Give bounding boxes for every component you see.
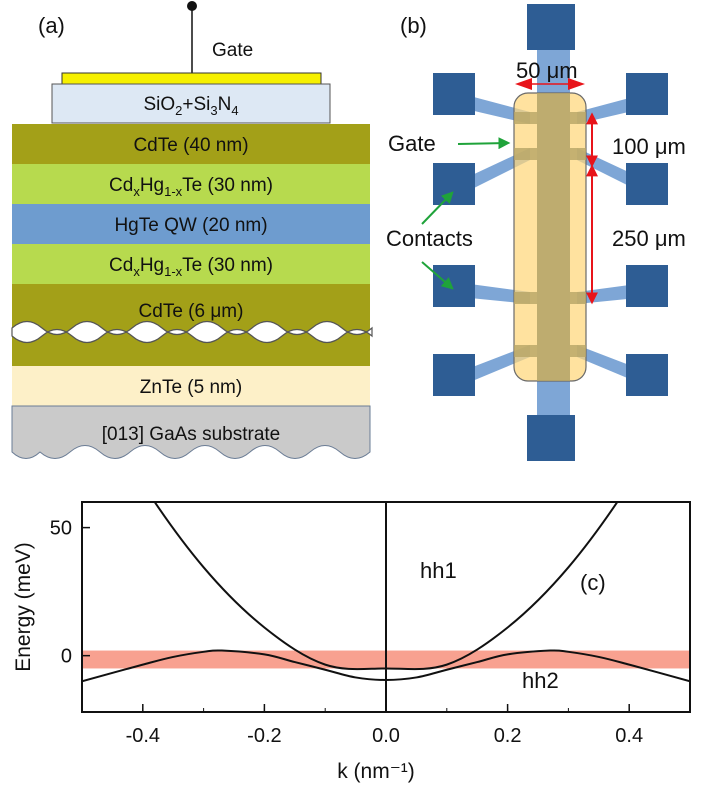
contacts-pointer-arrow-upper bbox=[421, 191, 454, 225]
gate-annotation-label: Gate bbox=[388, 131, 436, 156]
panel-a: (a) Gate SiO2+Si3N4 CdTe (40 nm) CdxHg1-… bbox=[11, 1, 373, 459]
contact-pad-top bbox=[527, 4, 575, 50]
contact-pad-right-4 bbox=[626, 354, 668, 396]
x-tick-label: -0.4 bbox=[126, 725, 160, 747]
panel-label-c: (c) bbox=[580, 570, 606, 595]
contact-pad-right-3 bbox=[626, 265, 668, 307]
buffer-break-wave bbox=[11, 320, 373, 344]
dielectric-label: SiO2+Si3N4 bbox=[143, 94, 238, 118]
width-arrow-right bbox=[568, 78, 585, 90]
lead-crossings bbox=[514, 93, 586, 381]
contact-pad-right-1 bbox=[626, 73, 668, 115]
panel-c: -0.4 -0.2 0.0 0.2 0.4 0 50 k (nm⁻¹) Energy (meV)… bbox=[12, 501, 691, 783]
gate-metal-layer bbox=[61, 72, 322, 85]
contact-pad-left-4 bbox=[433, 354, 475, 396]
hgte-qw-layer bbox=[12, 204, 370, 244]
y-tick-label: 50 bbox=[50, 518, 72, 540]
cdhgte-top-label: CdxHg1-xTe (30 nm) bbox=[109, 175, 273, 199]
contacts-annotation-label: Contacts bbox=[386, 226, 473, 251]
spacing-100-label: 100 μm bbox=[612, 134, 686, 159]
x-axis-title: k (nm⁻¹) bbox=[337, 760, 415, 783]
x-tick-label: -0.2 bbox=[247, 725, 281, 747]
y-axis-title: Energy (meV) bbox=[12, 542, 35, 672]
panel-label-a: (a) bbox=[38, 13, 65, 38]
x-tick-label: 0.2 bbox=[494, 725, 522, 747]
contact-pad-left-2 bbox=[433, 163, 475, 205]
panel-b: (b) bbox=[386, 4, 686, 461]
cdte-cap-label: CdTe (40 nm) bbox=[133, 135, 248, 156]
contact-pad-left-1 bbox=[433, 73, 475, 115]
znte-layer bbox=[12, 366, 370, 406]
gaas-substrate-layer bbox=[11, 405, 371, 459]
cdhgte-top-layer bbox=[12, 164, 370, 204]
gate-label: Gate bbox=[212, 40, 253, 61]
cdte-buffer-label: CdTe (6 μm) bbox=[139, 301, 244, 322]
contact-pad-right-2 bbox=[626, 163, 668, 205]
series-label-hh1: hh1 bbox=[420, 558, 457, 583]
gate-terminal bbox=[187, 1, 197, 11]
znte-label: ZnTe (5 nm) bbox=[140, 377, 242, 398]
width-label: 50 μm bbox=[516, 58, 578, 83]
contact-pad-bottom bbox=[527, 415, 575, 461]
series-label-hh2: hh2 bbox=[522, 668, 559, 693]
cdte-buffer-layer bbox=[12, 284, 370, 366]
dielectric-layer bbox=[51, 83, 331, 124]
y-tick-label: 0 bbox=[61, 646, 72, 668]
cdhgte-bottom-label: CdxHg1-xTe (30 nm) bbox=[109, 255, 273, 279]
gate-pointer-arrow bbox=[457, 137, 511, 150]
contact-pad-left-3 bbox=[433, 265, 475, 307]
panel-label-b: (b) bbox=[400, 13, 427, 38]
x-tick-label: 0.4 bbox=[615, 725, 643, 747]
width-arrow-left bbox=[515, 78, 532, 90]
spacing-250-label: 250 μm bbox=[612, 226, 686, 251]
x-tick-label: 0.0 bbox=[372, 725, 400, 747]
gaas-substrate-label: [013] GaAs substrate bbox=[102, 424, 281, 445]
hgte-qw-label: HgTe QW (20 nm) bbox=[114, 215, 267, 236]
cdhgte-bottom-layer bbox=[12, 244, 370, 284]
contacts-pointer-arrow-lower bbox=[421, 261, 454, 290]
dispersion-plot: -0.4 -0.2 0.0 0.2 0.4 0 50 k (nm⁻¹) Energy (meV)… bbox=[12, 501, 691, 783]
cdte-cap-layer bbox=[12, 124, 370, 164]
